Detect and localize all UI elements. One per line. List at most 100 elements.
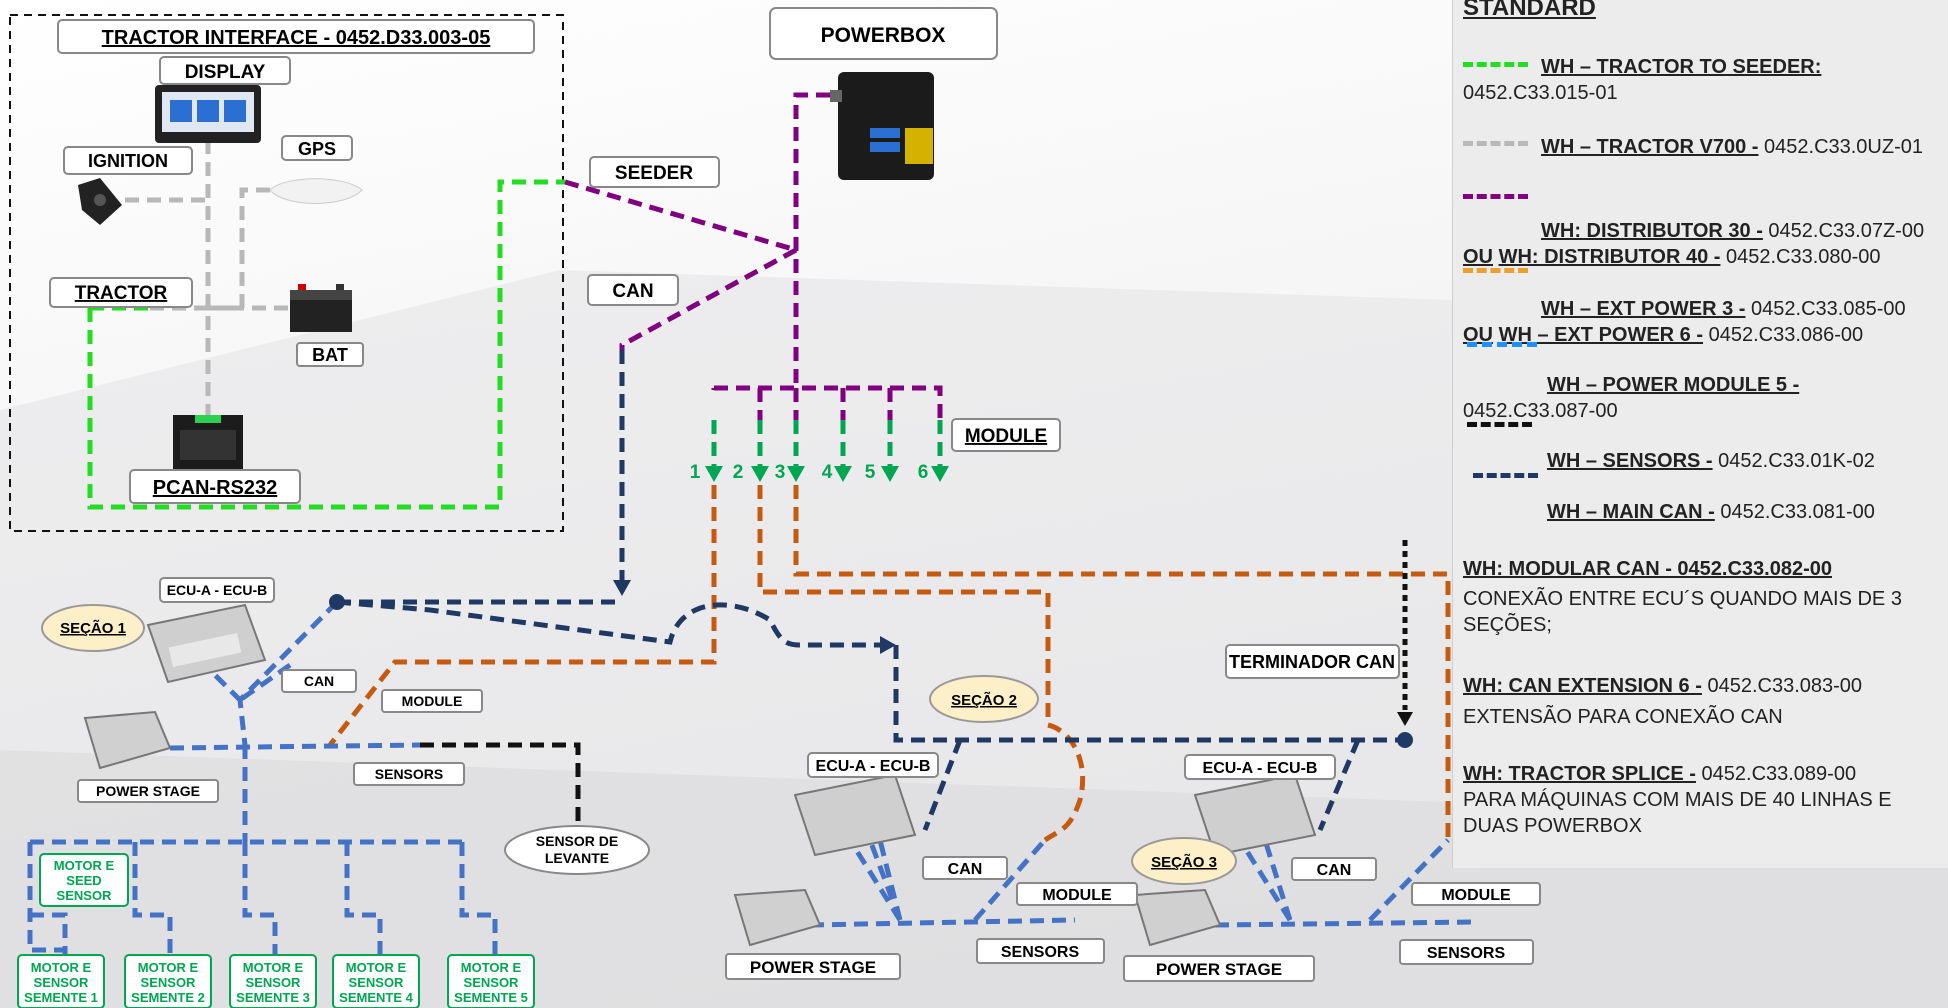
- module-arrows: [705, 466, 949, 482]
- purple-wire-seeder: [564, 179, 797, 253]
- motor-box-1: MOTOR E SENSOR SEMENTE 1: [17, 954, 105, 1008]
- legend-canext-desc: EXTENSÃO PARA CONEXÃO CAN: [1463, 706, 1783, 728]
- motor-3-line1: MOTOR E: [243, 960, 304, 975]
- can-label-top: CAN: [612, 281, 653, 302]
- sensors-label-section3: SENSORS: [1427, 945, 1506, 962]
- powerbox-label: POWERBOX: [821, 24, 946, 47]
- motor-1-line1: MOTOR E: [31, 960, 92, 975]
- pcan-label: PCAN-RS232: [153, 477, 277, 499]
- legend-dist30-code: 0452.C33.07Z-00: [1768, 220, 1925, 242]
- purple-wire-powerbox: [793, 92, 830, 390]
- motor-box-3: MOTOR E SENSOR SEMENTE 3: [229, 954, 317, 1008]
- module-number-5: 5: [865, 462, 876, 483]
- ecu-label-section1: ECU-A - ECU-B: [167, 582, 268, 598]
- motor-seed-label-line2: SEED: [66, 873, 101, 888]
- legend-splice: WH: TRACTOR SPLICE - 0452.C33.089-00: [1463, 761, 1939, 787]
- black-wire-sensor-levante: [420, 742, 581, 830]
- legend-splice-desc: PARA MÁQUINAS COM MAIS DE 40 LINHAS E DU…: [1463, 789, 1892, 837]
- power-stage-icon-section1: [83, 710, 172, 770]
- module-arrow: [751, 466, 769, 482]
- blue-wire-s3-ecu: [1237, 838, 1293, 922]
- navy-wire-ecu3: [1317, 739, 1361, 831]
- tractor-interface-title: TRACTOR INTERFACE - 0452.D33.003-05: [102, 27, 491, 49]
- ecu-icon-section3: [1193, 773, 1317, 857]
- legend-pm5-name: WH – POWER MODULE 5 -: [1547, 372, 1931, 398]
- legend-maincan-name: WH – MAIN CAN -: [1547, 501, 1715, 523]
- motor-box-2: MOTOR E SENSOR SEMENTE 2: [124, 954, 212, 1008]
- blue-wires-section1: [27, 600, 498, 960]
- motor-1-line3: SEMENTE 1: [24, 990, 98, 1005]
- legend-ou-1: OU: [1463, 246, 1493, 268]
- legend-splice-code: 0452.C33.089-00: [1701, 763, 1857, 785]
- module-arrow: [787, 466, 805, 482]
- legend-ext6-name: WH – EXT POWER 6 -: [1498, 324, 1704, 346]
- power-stage-icon-section2: [733, 888, 822, 947]
- battery-icon: [290, 284, 352, 332]
- module-number-6: 6: [918, 462, 929, 483]
- ecu-icon-section1: [146, 603, 267, 684]
- ecu-icon-section2: [793, 773, 917, 857]
- motor-1-line2: SENSOR: [34, 975, 90, 990]
- module-label-section3: MODULE: [1441, 887, 1511, 904]
- legend-dist30-name: WH: DISTRIBUTOR 30 -: [1541, 220, 1763, 242]
- legend-title: STANDARD: [1463, 0, 1596, 21]
- powerbox-icon: [830, 72, 934, 180]
- legend-pm5-code: 0452.C33.087-00: [1463, 400, 1618, 422]
- motor-4-line3: SEMENTE 4: [339, 990, 413, 1005]
- module-label-top: MODULE: [965, 426, 1047, 447]
- module-drops: [711, 420, 943, 466]
- can-label-section2: CAN: [948, 861, 983, 878]
- legend-sensors-name: WH – SENSORS -: [1547, 450, 1713, 472]
- can-node-1: [329, 594, 345, 610]
- power-stage-label-section1: POWER STAGE: [96, 783, 200, 799]
- legend-swatch-black: [1467, 422, 1532, 427]
- purple-wire-can: [619, 247, 798, 350]
- module-number-4: 4: [822, 462, 833, 483]
- legend-swatch-blue-ext: [1467, 342, 1537, 347]
- sensors-label-section2: SENSORS: [1001, 944, 1080, 961]
- blue-wires-section3: [1214, 838, 1476, 928]
- legend-dist40-code: 0452.C33.080-00: [1725, 246, 1881, 268]
- can-label-section1: CAN: [304, 673, 334, 689]
- module-arrow: [705, 466, 723, 482]
- green-wire-tractor-seeder: [87, 179, 565, 510]
- module-number-2: 2: [733, 462, 744, 483]
- legend-ext3: WH – EXT POWER 3 - 0452.C33.085-00: [1541, 296, 1931, 322]
- motor-5-line1: MOTOR E: [461, 960, 522, 975]
- module-arrow: [834, 466, 852, 482]
- navy-wire-main: [893, 645, 1405, 743]
- motor-3-line3: SEMENTE 3: [236, 990, 310, 1005]
- gray-wire-gps: [208, 187, 270, 311]
- ignition-label: IGNITION: [88, 151, 168, 171]
- legend-swatch-orange: [1463, 268, 1528, 273]
- navy-wires: [336, 350, 1408, 831]
- tractor-interface-box: [9, 14, 564, 532]
- secao-3-label: SEÇÃO 3: [1151, 853, 1217, 871]
- legend-maincan-code: 0452.C33.081-00: [1720, 501, 1875, 523]
- module-arrow: [931, 466, 949, 482]
- legend-swatch-purple: [1463, 194, 1528, 199]
- motor-box-5: MOTOR E SENSOR SEMENTE 5: [447, 954, 535, 1008]
- legend-dist40-name: WH: DISTRIBUTOR 40 -: [1498, 246, 1721, 268]
- legend-modular-name: WH: MODULAR CAN - 0452.C33.082-00: [1463, 556, 1939, 582]
- navy-wire-can-hop: [336, 599, 880, 648]
- can-arrow-right: [880, 636, 896, 654]
- purple-distributor-bar: [711, 385, 943, 420]
- module-arrow: [881, 466, 899, 482]
- motor-2-line1: MOTOR E: [138, 960, 199, 975]
- orange-wire-module2: [757, 485, 1086, 843]
- module-number-3: 3: [775, 462, 786, 483]
- motor-2-line3: SEMENTE 2: [131, 990, 205, 1005]
- purple-wires: [564, 92, 943, 420]
- sensors-label-section1: SENSORS: [375, 766, 443, 782]
- legend-dist30: WH: DISTRIBUTOR 30 - 0452.C33.07Z-00: [1541, 218, 1931, 244]
- power-stage-icon-section3: [1133, 888, 1222, 947]
- tractor-label: TRACTOR: [75, 283, 168, 304]
- blue-wire-motor1: [27, 842, 68, 960]
- terminator-arrow: [1397, 712, 1413, 726]
- motor-5-line3: SEMENTE 5: [454, 990, 528, 1005]
- can-node-terminator: [1397, 732, 1413, 748]
- blue-wire-motor3: [242, 842, 278, 960]
- blue-wire-motor2: [132, 842, 173, 960]
